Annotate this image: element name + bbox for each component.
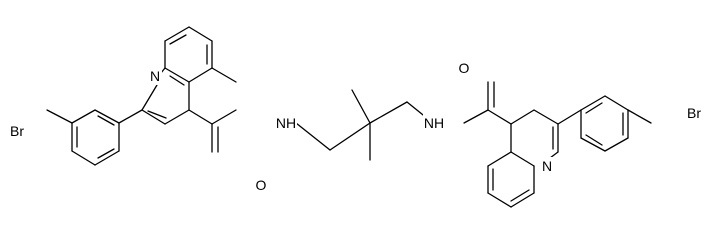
amide-nh-left: NH bbox=[276, 115, 296, 131]
right-bromophenyl-ring bbox=[580, 95, 652, 152]
left-quinoline bbox=[141, 26, 237, 153]
left-bromophenyl-ring bbox=[46, 109, 120, 166]
bromine-right: Br bbox=[687, 105, 701, 121]
amide-nh-right: NH bbox=[424, 115, 444, 131]
quinoline-nitrogen-right: N bbox=[542, 158, 552, 174]
carbonyl-oxygen-left: O bbox=[256, 177, 267, 193]
carbonyl-oxygen-right: O bbox=[459, 60, 470, 76]
atom-labels: N NH O Br NH O N Br bbox=[5, 59, 706, 193]
right-biaryl-bond bbox=[557, 109, 582, 125]
bromine-left: Br bbox=[10, 123, 24, 139]
left-biaryl-bond bbox=[118, 109, 143, 124]
right-quinoline bbox=[463, 81, 559, 208]
dimethylpropyl-linker bbox=[295, 89, 434, 161]
quinoline-nitrogen-left: N bbox=[150, 68, 160, 84]
